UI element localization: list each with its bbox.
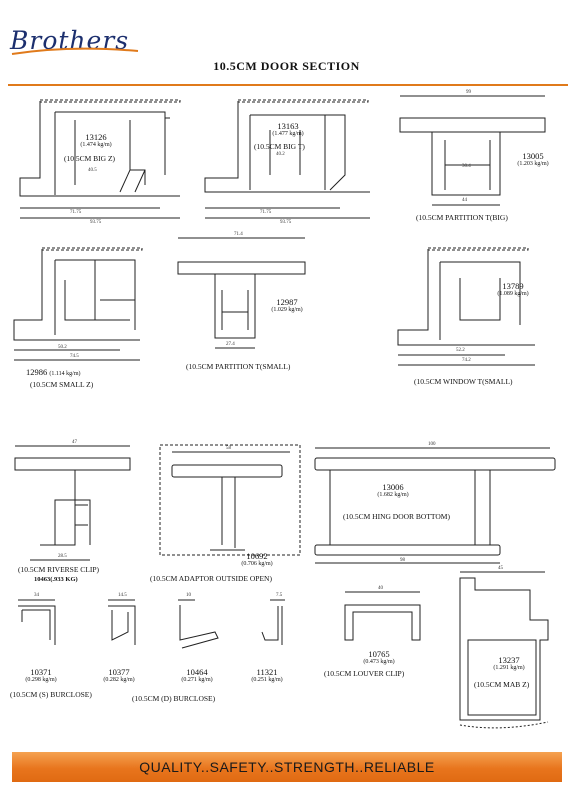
brand-logo: Brothers [10, 26, 130, 55]
code-13006: 13006(1.682 kg/m) [377, 482, 409, 498]
name-13126: (10.5CM BIG Z) [64, 154, 116, 163]
dim-label: 27.4 [226, 342, 235, 347]
dim-label: 52.2 [456, 348, 465, 353]
dim-label: 98 [400, 558, 405, 563]
dim-label: 58 [226, 446, 231, 451]
profile-10692 [159, 444, 301, 556]
profile-10377 [108, 599, 136, 645]
name-13163: (10.5CM BIG T) [254, 142, 305, 151]
code-13789: 13789(1.089 kg/m) [497, 281, 529, 297]
page-title: 10.5CM DOOR SECTION [213, 59, 360, 73]
dim-label: 40.5 [88, 168, 97, 173]
code-12987: 12987(1.029 kg/m) [271, 297, 303, 313]
profile-13005 [399, 95, 546, 206]
dim-label: 30.4 [462, 164, 471, 169]
profile-10463 [14, 445, 131, 561]
dim-label: 34 [34, 593, 39, 598]
name-13237: (10.5CM MAB Z) [474, 680, 530, 689]
code-13163: 13163(1.477 kg/m) [272, 121, 304, 137]
name-10692: (10.5CM ADAPTOR OUTSIDE OPEN) [150, 574, 272, 583]
name-12987: (10.5CM PARTITION T(SMALL) [186, 362, 291, 371]
profile-12986 [13, 247, 143, 361]
profile-10464 [178, 599, 219, 649]
dim-label: 40.2 [276, 152, 285, 157]
dim-label: 45 [498, 566, 503, 571]
dim-label: 93.75 [90, 220, 102, 225]
profile-11321 [261, 599, 285, 645]
dim-label: 40 [378, 586, 383, 591]
dim-label: 93.75 [280, 220, 292, 225]
code-13237: 13237(1.291 kg/m) [493, 655, 525, 671]
name-10463: (10.5CM RIVERSE CLIP) [18, 565, 100, 574]
dim-label: 7.5 [276, 593, 283, 598]
header-divider [8, 84, 568, 86]
dim-label: 10 [186, 593, 191, 598]
profile-10371 [18, 599, 56, 645]
logo-swoosh [11, 47, 139, 55]
code-12986: 12986 (1.114 kg/m) [26, 367, 81, 377]
footer-banner [12, 752, 562, 782]
dim-label: 28.5 [58, 554, 67, 559]
dim-label: 71.4 [234, 232, 243, 237]
code-10371: 10371(0.298 kg/m) [25, 667, 57, 683]
dim-label: 50.2 [58, 345, 67, 350]
code-10377: 10377(0.282 kg/m) [103, 667, 135, 683]
code-10765: 10765(0.473 kg/m) [363, 649, 395, 665]
name-s-burclose: (10.5CM (S) BURCLOSE) [10, 690, 92, 699]
dim-label: 71.75 [70, 210, 82, 215]
footer: QUALITY..SAFETY..STRENGTH..RELIABLE [0, 742, 573, 800]
footer-slogan: QUALITY..SAFETY..STRENGTH..RELIABLE [139, 759, 435, 775]
code-10464: 10464(0.271 kg/m) [181, 667, 213, 683]
profile-13126 [19, 99, 181, 219]
dim-label: 74.5 [70, 354, 79, 359]
code-13126: 13126(1.474 kg/m) [80, 132, 112, 148]
profile-13163 [204, 99, 370, 219]
dim-label: 100 [428, 442, 436, 447]
profile-13237 [459, 571, 549, 729]
code-10692: 10692(0.706 kg/m) [241, 551, 273, 567]
name-13006: (10.5CM HING DOOR BOTTOM) [343, 512, 450, 521]
name-10765: (10.5CM LOUVER CLIP) [324, 669, 405, 678]
code-11321: 11321(0.251 kg/m) [251, 667, 283, 683]
name-13005: (10.5CM PARTITION T(BIG) [416, 213, 508, 222]
profile-10765 [344, 591, 421, 641]
profile-12987 [177, 237, 306, 349]
dim-label: 74.2 [462, 358, 471, 363]
name-12986: (10.5CM SMALL Z) [30, 380, 94, 389]
profile-13006 [314, 447, 556, 564]
name-13789: (10.5CM WINDOW T(SMALL) [414, 377, 513, 386]
dim-label: 99 [466, 90, 471, 95]
dim-label: 71.75 [260, 210, 272, 215]
profile-13789 [397, 247, 535, 366]
dim-label: 14.5 [118, 593, 127, 598]
dim-label: 47 [72, 440, 77, 445]
dim-label: 44 [462, 198, 467, 203]
code-13005: 13005(1.203 kg/m) [517, 151, 549, 167]
name-d-burclose: (10.5CM (D) BURCLOSE) [132, 694, 216, 703]
code-10463: 10463(.933 KG) [34, 576, 78, 583]
